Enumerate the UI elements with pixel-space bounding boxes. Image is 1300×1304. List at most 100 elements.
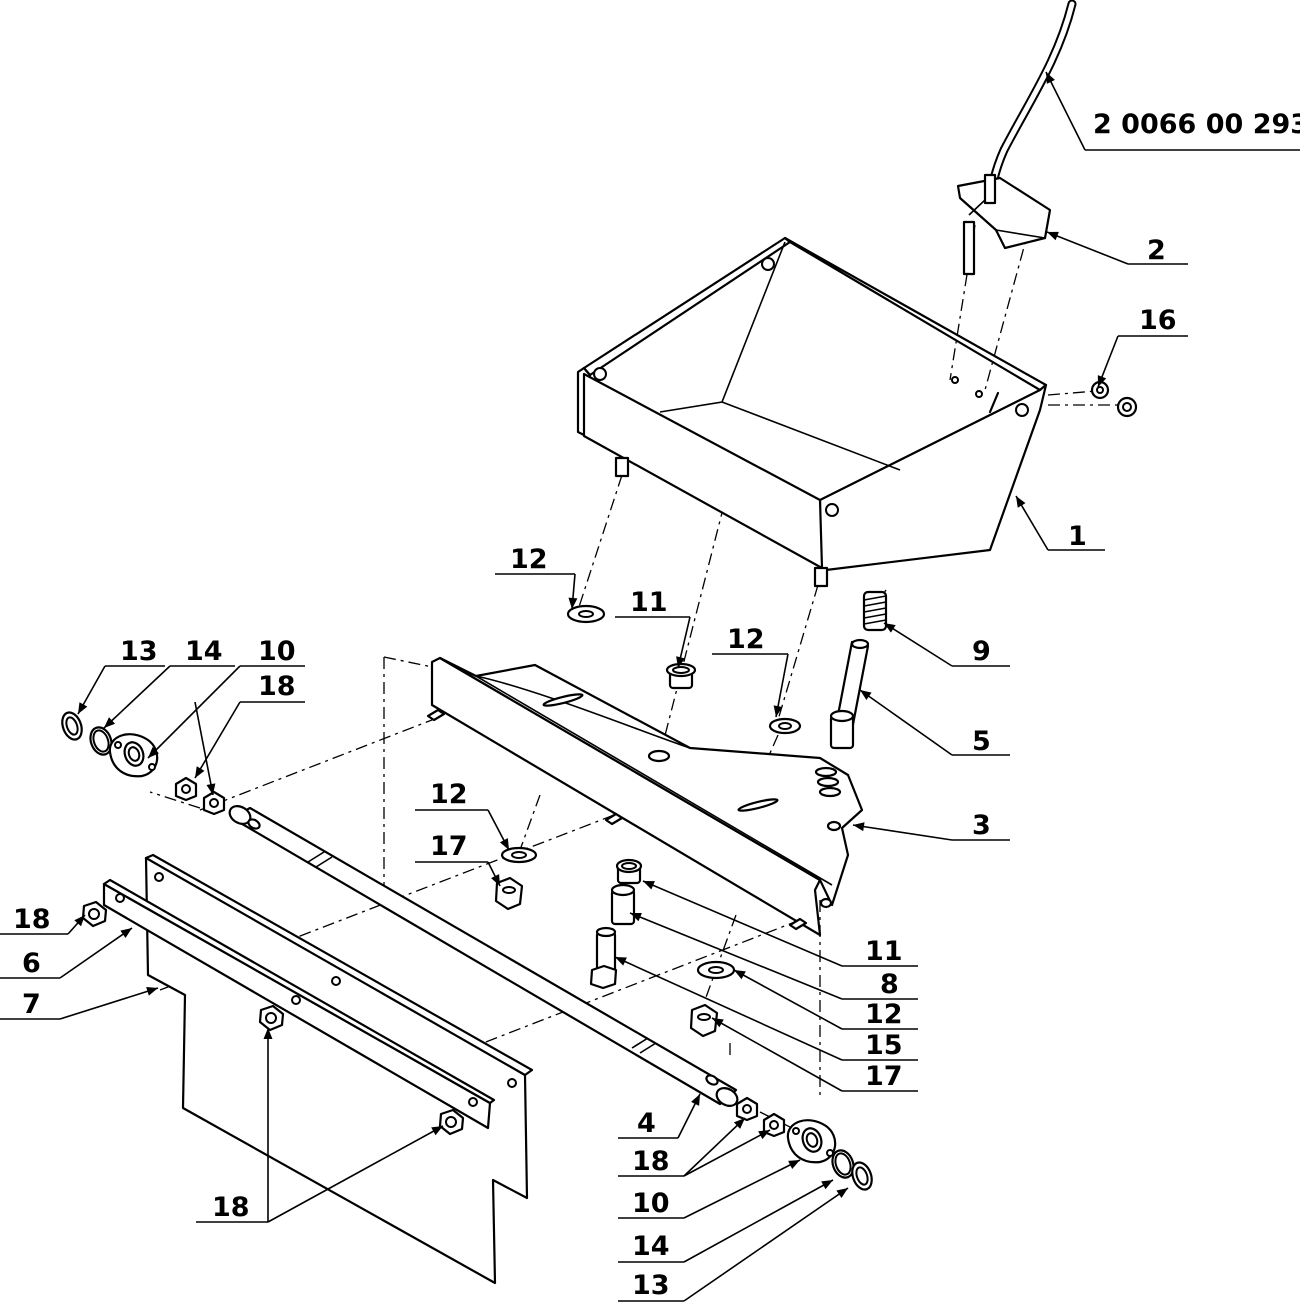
callout-label: 18: [258, 671, 296, 702]
ring-13-left: [61, 711, 83, 741]
callout-arrowhead: [104, 717, 116, 728]
callout-leader: [883, 622, 953, 667]
callout-leader: [147, 665, 241, 759]
callout-arrowhead: [431, 1126, 443, 1136]
part-15-bolt: [589, 926, 618, 990]
callout-label: 7: [22, 989, 41, 1020]
callout-leader: [642, 880, 843, 967]
callout-label: 15: [865, 1030, 903, 1061]
ring-13-right: [851, 1161, 873, 1191]
callout-label: 18: [632, 1146, 670, 1177]
callout-label: 18: [212, 1192, 250, 1223]
part-4-shaft: [228, 805, 739, 1107]
callout-leader: [711, 1017, 843, 1092]
callout-leader: [683, 1117, 746, 1177]
callout-label: 4: [637, 1108, 656, 1139]
bushing-11-top: [665, 662, 697, 690]
nut-17-low: [494, 876, 524, 911]
callout-leader: [103, 665, 171, 729]
callout-label: 11: [630, 587, 668, 618]
callout-arrowhead: [499, 838, 509, 850]
nut-18-right-1: [735, 1096, 759, 1122]
callout-arrowhead: [643, 881, 655, 890]
callout-label: 12: [430, 779, 468, 810]
callout-leader-secondary: [194, 701, 214, 796]
nut-18-plate-left: [258, 1004, 285, 1032]
callout-label: 2 0066 00 293: [1093, 109, 1300, 140]
callout-label: 16: [1139, 305, 1177, 336]
washer-12-low: [500, 846, 538, 864]
callout-label: 5: [972, 726, 991, 757]
callout-arrowhead: [630, 912, 642, 922]
callout-arrowhead: [1097, 375, 1107, 387]
callout-label: 10: [258, 636, 296, 667]
callout-leader: [733, 969, 843, 1030]
part-2-cable-bracket: [956, 0, 1077, 276]
callout-label: 8: [880, 969, 899, 1000]
nut-18-bar-left: [81, 900, 108, 928]
callout-leader: [683, 1159, 801, 1219]
callout-arrowhead: [206, 783, 216, 795]
washer-12-mid: [768, 717, 802, 735]
callout-leader-secondary: [267, 1125, 444, 1223]
callout-arrowhead: [758, 1130, 770, 1140]
part-7-plate: [144, 853, 534, 1285]
callout-leader: [683, 1179, 834, 1263]
bushing-11-low: [615, 858, 643, 885]
nut-17-bottom: [689, 1003, 719, 1038]
callout-arrowhead: [568, 597, 578, 609]
callout-arrowhead: [836, 1188, 848, 1198]
callout-arrowhead: [734, 970, 746, 980]
callout-leader: [629, 912, 843, 1000]
ring-14-right: [831, 1149, 855, 1179]
ring-14-left: [89, 726, 113, 756]
callout-label: 14: [632, 1231, 670, 1262]
callout-label: 18: [13, 904, 51, 935]
callout-label: 10: [632, 1188, 670, 1219]
nut-18-left-2: [202, 790, 226, 816]
callout-label: 12: [510, 544, 548, 575]
callout-label: 14: [185, 636, 223, 667]
callout-label: 17: [865, 1061, 903, 1092]
callout-arrowhead: [120, 928, 132, 938]
callout-label: 12: [727, 624, 765, 655]
callout-leader: [859, 689, 953, 756]
callout-arrowhead: [884, 623, 896, 633]
callout-label: 1: [1068, 521, 1087, 552]
callout-arrowhead: [821, 1180, 833, 1190]
callout-leader: [683, 1187, 849, 1302]
callout-label: 13: [632, 1270, 670, 1301]
callout-arrowhead: [74, 915, 85, 927]
callout-arrowhead: [263, 1028, 273, 1039]
callout-arrowhead: [148, 747, 159, 758]
callout-arrowhead: [860, 690, 872, 701]
callout-leader: [59, 927, 133, 979]
callout-arrowhead: [712, 1018, 724, 1028]
callout-arrowhead: [1016, 496, 1026, 508]
callout-label: 13: [120, 636, 158, 667]
part-9-spring: [862, 590, 888, 632]
callout-arrowhead: [733, 1118, 745, 1129]
nut-18-left-1: [174, 776, 198, 802]
nut-18-plate-right: [438, 1108, 465, 1136]
callout-arrowhead: [491, 874, 500, 886]
part-6-bar: [102, 878, 496, 1130]
callout-arrowhead: [676, 656, 685, 668]
callout-arrowhead: [788, 1160, 800, 1169]
callout-leader: [614, 956, 843, 1061]
callout-label: 6: [22, 948, 41, 979]
callout-label: 12: [865, 999, 903, 1030]
washer-12-top: [566, 604, 606, 624]
callout-arrowhead: [691, 1094, 700, 1106]
callout-leader: [1045, 71, 1086, 151]
callout-arrowhead: [773, 705, 783, 717]
callout-arrowhead: [1047, 231, 1059, 241]
callout-arrowhead: [1046, 72, 1055, 84]
callout-label: 3: [972, 810, 991, 841]
part-8-spacer: [610, 883, 636, 926]
callout-leader: [1046, 231, 1129, 265]
flange-10-left: [108, 733, 159, 778]
callout-leader: [852, 824, 953, 841]
